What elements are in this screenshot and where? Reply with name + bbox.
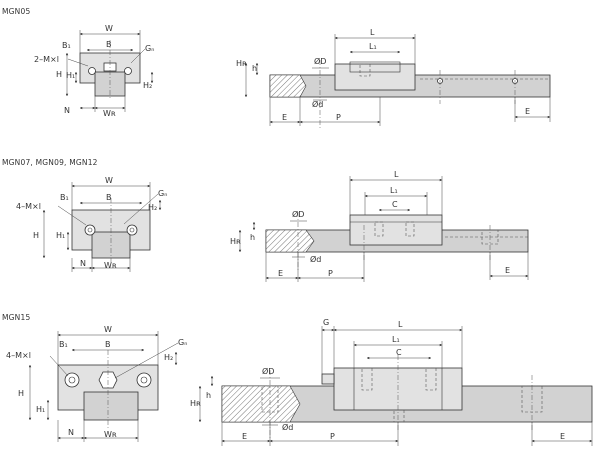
slider-block [349,214,443,246]
label-W: W [105,24,113,33]
label-h: h [250,233,255,242]
label-H2: H₂ [143,81,152,90]
rail-cut-section [265,229,315,253]
label-E-right: E [560,432,565,441]
section-title: MGN07, MGN09, MGN12 [2,158,98,167]
label-H1: H₁ [56,231,65,240]
label-N: N [64,106,70,115]
label-E-right: E [505,266,510,275]
label-H2: H₂ [148,203,157,212]
label-h: h [252,64,257,73]
label-Gn: Gₙ [158,189,167,198]
label-WR: Wʀ [103,109,116,118]
label-B: B [106,193,112,202]
section-mgn05: MGN05 W B B₁ Gₙ 2–M×l H H₁ [2,7,551,130]
label-HR: Hʀ [230,237,241,246]
label-E-right: E [525,107,530,116]
label-H: H [33,231,39,240]
label-C: C [392,200,398,209]
label-G: G [323,318,329,327]
label-phiD: ØD [314,56,326,66]
grease-nipple [321,373,335,385]
rail-cut-section [221,385,301,423]
section-title: MGN15 [2,313,30,322]
label-B: B [106,40,112,49]
label-4-M-l: 4–M×l [6,351,31,360]
label-h: h [206,391,211,400]
label-L1: L₁ [392,335,400,344]
label-L1: L₁ [369,42,377,51]
section-title: MGN05 [2,7,30,16]
label-L: L [370,28,375,37]
end-view-mgn15: W B B₁ Gₙ 4–M×l H₂ H H₁ N Wʀ [6,325,187,442]
label-H: H [18,389,24,398]
label-HR: Hʀ [190,399,201,408]
label-H1: H₁ [36,405,45,414]
label-4-M-l: 4–M×l [16,202,41,211]
label-E-left: E [242,432,247,441]
label-Gn: Gₙ [178,338,187,347]
label-B1: B₁ [59,340,68,349]
side-view-mgn05: L L₁ Hʀ h ØD Ød E P E [236,28,551,130]
slider-block [334,63,416,91]
ball [84,224,96,236]
label-H2: H₂ [164,353,173,362]
section-mgn07-09-12: MGN07, MGN09, MGN12 W B B₁ Gₙ 4–M×l [2,158,529,282]
rail-section [83,391,139,421]
label-B: B [105,340,111,349]
label-P: P [336,113,341,122]
section-mgn15: MGN15 W B B₁ Gₙ 4–M×l H₂ [2,313,593,446]
label-N: N [80,259,86,268]
end-view-mgn07-12: W B B₁ Gₙ 4–M×l H₂ H H₁ N Wʀ [16,176,167,272]
side-view-mgn07-12: L L₁ C Hʀ h ØD Ød E P [230,170,529,282]
label-phid: Ød [282,422,293,432]
label-Gn: Gₙ [145,44,154,53]
label-B1: B₁ [62,41,71,50]
label-2-M-l: 2–M×l [34,55,59,64]
label-C: C [396,348,402,357]
label-phiD: ØD [262,366,274,376]
label-HR: Hʀ [236,59,247,68]
label-P: P [330,432,335,441]
label-H: H [56,70,62,79]
ball [136,372,152,388]
side-view-mgn15: G L L₁ C Hʀ h ØD Ød E [190,318,593,446]
label-H1: H₁ [66,71,75,80]
ball [124,67,132,75]
label-E-left: E [278,269,283,278]
label-B1: B₁ [60,193,69,202]
ball [126,224,138,236]
label-phiD: ØD [292,209,304,219]
label-L1: L₁ [390,186,398,195]
label-P: P [328,269,333,278]
end-view-mgn05: W B B₁ Gₙ 2–M×l H H₁ H₂ N Wʀ [34,24,154,118]
rail-cut-section [269,74,307,98]
label-phid: Ød [310,254,321,264]
label-L: L [394,170,399,179]
ball [88,67,96,75]
label-phid: Ød [312,99,323,109]
label-W: W [104,325,112,334]
label-W: W [105,176,113,185]
label-WR: Wʀ [104,261,117,270]
label-N: N [68,428,74,437]
label-E-left: E [282,113,287,122]
label-L: L [398,320,403,329]
ball [64,372,80,388]
label-WR: Wʀ [104,430,117,439]
